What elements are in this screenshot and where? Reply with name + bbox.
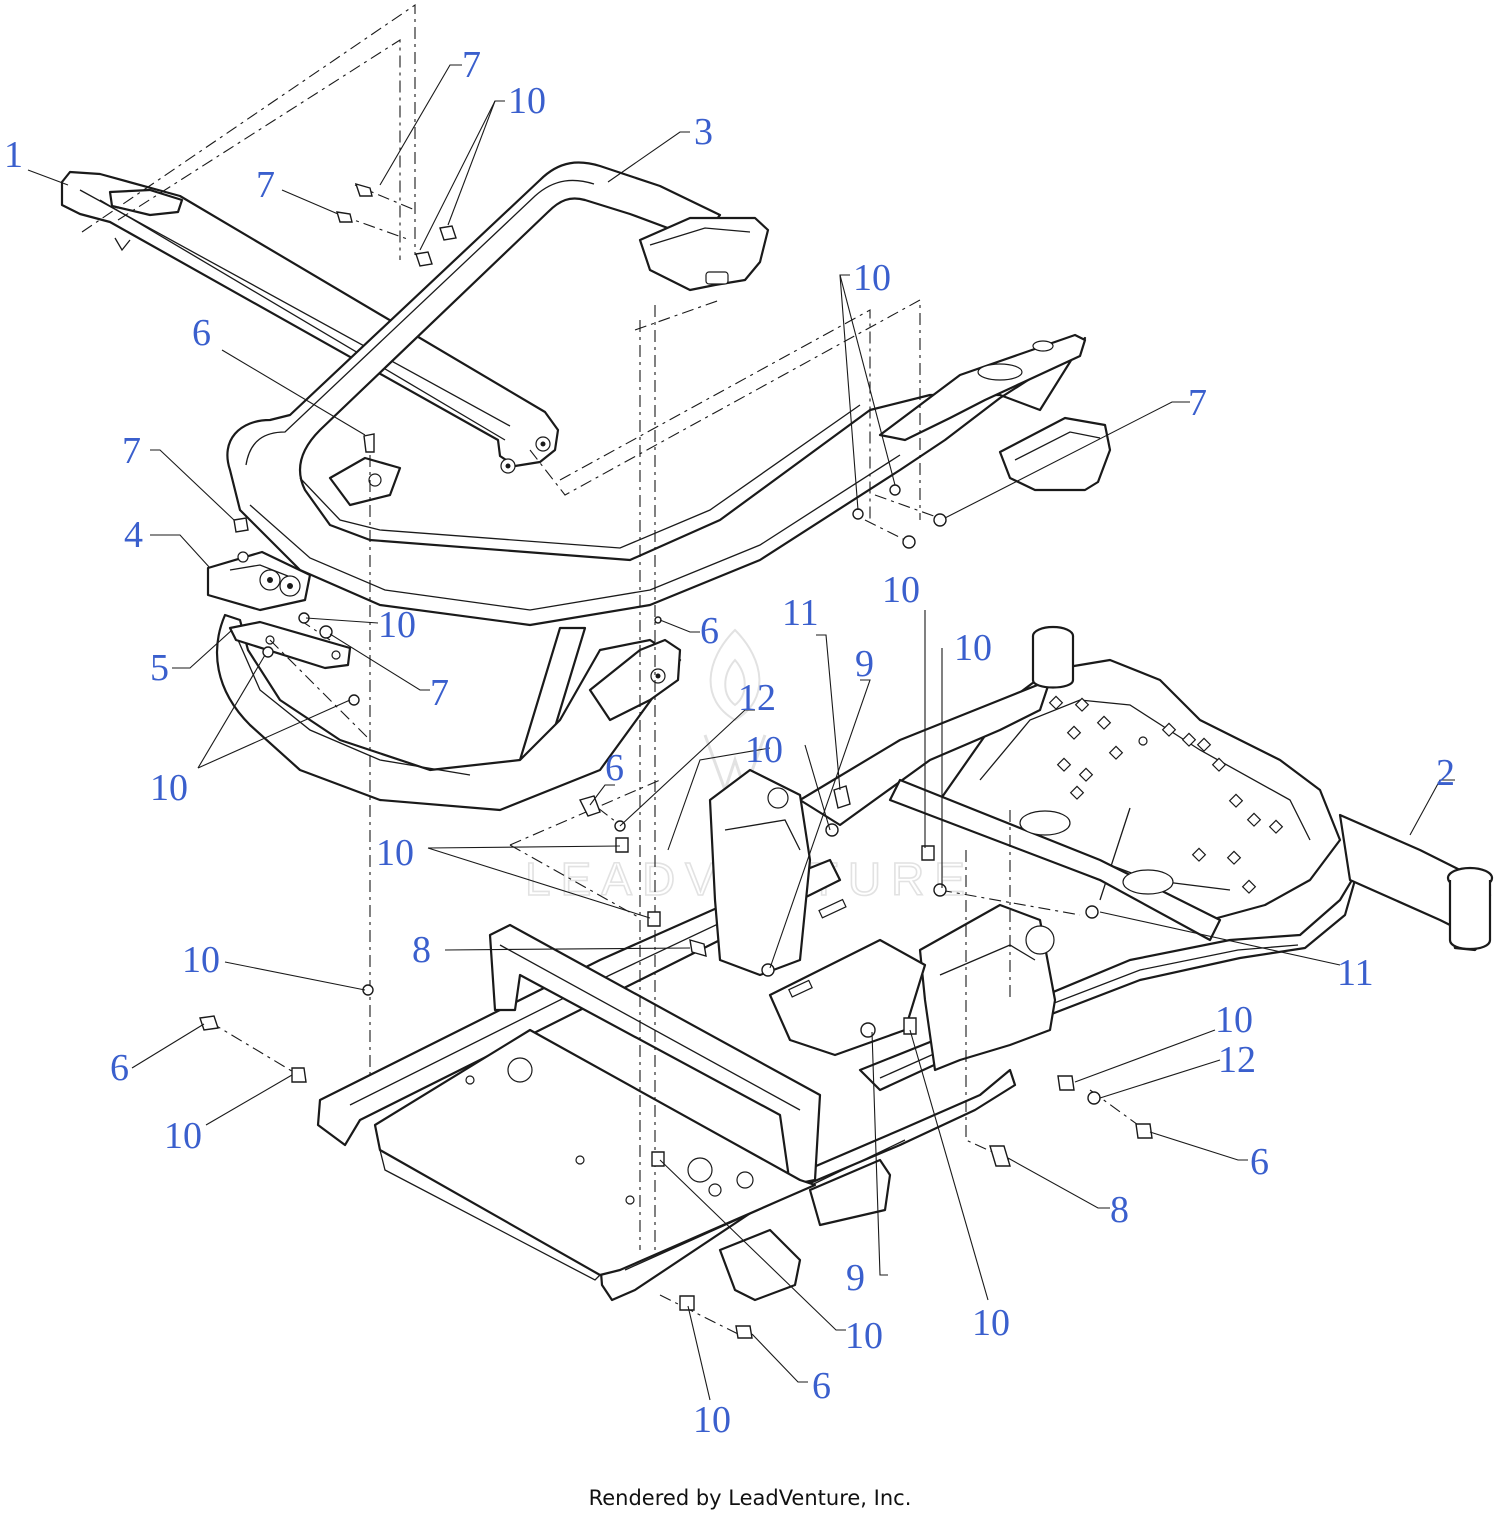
callout-10-g: 10 — [882, 569, 920, 611]
hw-bolt-6d — [199, 1015, 219, 1031]
callout-10-a: 10 — [508, 80, 546, 122]
part-2-chassis — [316, 625, 1494, 1302]
callout-10-b: 10 — [853, 257, 891, 299]
callout-6-b: 6 — [700, 610, 719, 652]
callout-7-e: 7 — [1188, 382, 1207, 424]
hw-bolt-8a — [689, 939, 707, 957]
callout-12-b: 12 — [1218, 1039, 1256, 1081]
hw-bolt-6e — [735, 1325, 753, 1339]
callout-6-f: 6 — [812, 1365, 831, 1407]
hw-bolt-7c — [233, 517, 249, 533]
callout-10-n: 10 — [693, 1399, 731, 1441]
hw-bolt-7f — [902, 535, 916, 549]
hw-nut-10f — [889, 484, 901, 496]
hw-nut-10a — [439, 225, 457, 241]
hw-nut-10j — [825, 823, 839, 837]
hw-nut-10i — [647, 911, 661, 927]
hw-nut-10b — [415, 251, 433, 267]
hw-washer-12b — [1087, 1091, 1101, 1105]
hardware — [199, 182, 1153, 1339]
callout-10-k: 10 — [1215, 999, 1253, 1041]
callout-10-i: 10 — [182, 939, 220, 981]
hw-nut-10o — [291, 1067, 307, 1083]
callout-5: 5 — [150, 647, 169, 689]
callout-3: 3 — [694, 111, 713, 153]
callout-10-c: 10 — [378, 604, 416, 646]
hw-bolt-11a — [833, 785, 851, 809]
callout-10-h: 10 — [954, 627, 992, 669]
part-4-bracket — [206, 550, 312, 612]
part-3-upper-frame — [215, 161, 1112, 812]
hw-nut-9a — [761, 963, 775, 977]
callout-2: 2 — [1436, 752, 1455, 794]
hw-bolt-6f — [1135, 1123, 1153, 1139]
callout-7-b: 7 — [256, 164, 275, 206]
callout-7-a: 7 — [462, 44, 481, 86]
callouts: 1 2 3 4 5 6 6 6 6 6 6 7 7 7 7 7 8 8 9 9 … — [4, 44, 1455, 1441]
callout-10-d: 10 — [150, 767, 188, 809]
hw-bolt-7d — [319, 625, 333, 639]
callout-6-d: 6 — [110, 1047, 129, 1089]
hw-bolt-8b — [989, 1145, 1011, 1167]
callout-12-a: 12 — [738, 677, 776, 719]
part-5-plate — [228, 620, 352, 670]
hw-nut-10d — [262, 646, 274, 658]
hw-bolt-6a — [363, 433, 375, 453]
assembly-dash-lines — [81, 3, 1146, 1336]
hw-nut-10e — [348, 694, 360, 706]
hw-nut-9b — [860, 1022, 876, 1038]
callout-10-e: 10 — [745, 729, 783, 771]
hw-nut-10r — [1057, 1075, 1075, 1091]
callout-9-b: 9 — [846, 1257, 865, 1299]
hw-nut-10m — [903, 1017, 917, 1035]
hw-bolt-7e — [933, 513, 947, 527]
hw-nut-10k — [921, 845, 935, 861]
callout-1: 1 — [4, 134, 23, 176]
callout-11-a: 11 — [782, 592, 819, 634]
callout-7-c: 7 — [122, 430, 141, 472]
hw-bolt-7b — [336, 211, 353, 223]
hw-bolt-6c — [578, 795, 601, 817]
callout-6-e: 6 — [1250, 1141, 1269, 1183]
hw-nut-10l — [933, 883, 947, 897]
callout-6-a: 6 — [192, 312, 211, 354]
callout-9-a: 9 — [855, 643, 874, 685]
rendered-by-footer: Rendered by LeadVenture, Inc. — [588, 1486, 912, 1510]
callout-10-m: 10 — [845, 1315, 883, 1357]
hw-bolt-7a — [354, 182, 373, 197]
callout-10-f: 10 — [376, 832, 414, 874]
callout-7-d: 7 — [430, 672, 449, 714]
leader-lines — [27, 64, 1455, 1401]
hw-nut-10q — [679, 1295, 695, 1311]
callout-4: 4 — [124, 514, 143, 556]
hw-nut-10g — [852, 508, 864, 520]
hw-bolt-11b — [1085, 905, 1099, 919]
callout-10-j: 10 — [164, 1115, 202, 1157]
hw-nut-10h — [615, 837, 629, 853]
callout-8-b: 8 — [1110, 1189, 1129, 1231]
callout-8-a: 8 — [412, 929, 431, 971]
callout-10-l: 10 — [972, 1302, 1010, 1344]
hw-nut-10p — [651, 1151, 665, 1167]
callout-11-b: 11 — [1337, 952, 1374, 994]
callout-6-c: 6 — [605, 747, 624, 789]
